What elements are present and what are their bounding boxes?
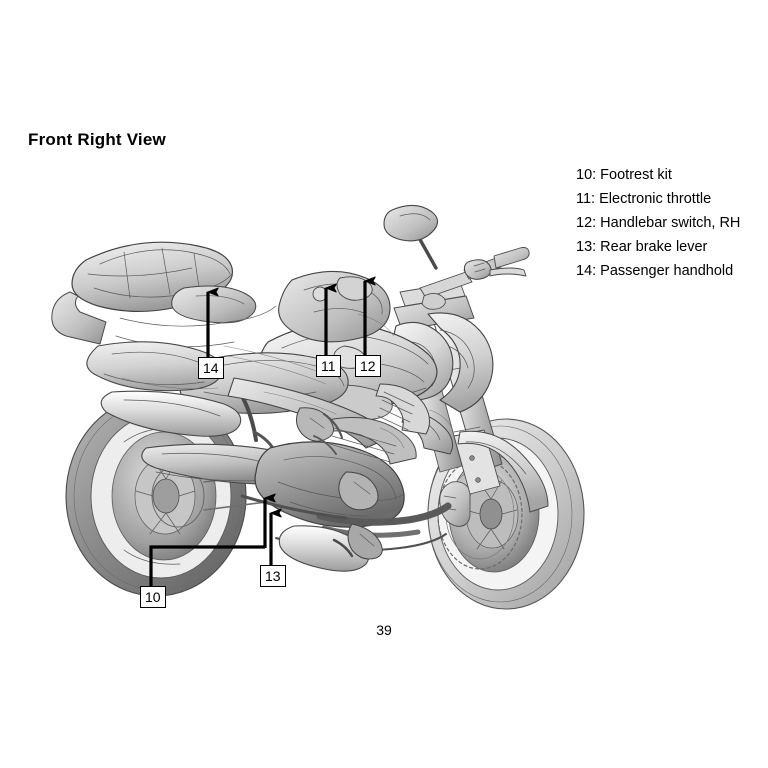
legend-item-11: 11: Electronic throttle xyxy=(576,191,712,207)
legend-item-14: 14: Passenger handhold xyxy=(576,263,734,279)
rear-bodywork xyxy=(86,341,317,485)
engine-frame xyxy=(227,377,452,572)
callout-box-12[interactable]: 12 xyxy=(355,355,381,377)
legend-list: 10: Footrest kit 11: Electronic throttle… xyxy=(576,163,766,283)
legend-item-12: 12: Handlebar switch, RH xyxy=(576,215,741,231)
legend-item-13: 13: Rear brake lever xyxy=(576,239,708,255)
electronic-throttle xyxy=(278,270,391,343)
callout-box-13[interactable]: 13 xyxy=(260,565,286,587)
legend-item-10: 10: Footrest kit xyxy=(576,167,672,183)
motorcycle-illustration xyxy=(28,196,588,626)
front-brake-caliper xyxy=(439,481,471,527)
callout-box-11[interactable]: 11 xyxy=(316,355,341,377)
page-number: 39 xyxy=(376,622,392,638)
handlebar-assembly xyxy=(383,204,530,310)
motorcycle-drawing xyxy=(51,204,585,610)
page-title: Front Right View xyxy=(28,130,166,149)
callout-box-10[interactable]: 10 xyxy=(140,586,166,608)
callout-box-14[interactable]: 14 xyxy=(198,357,224,379)
footrest-and-controls xyxy=(296,407,383,560)
